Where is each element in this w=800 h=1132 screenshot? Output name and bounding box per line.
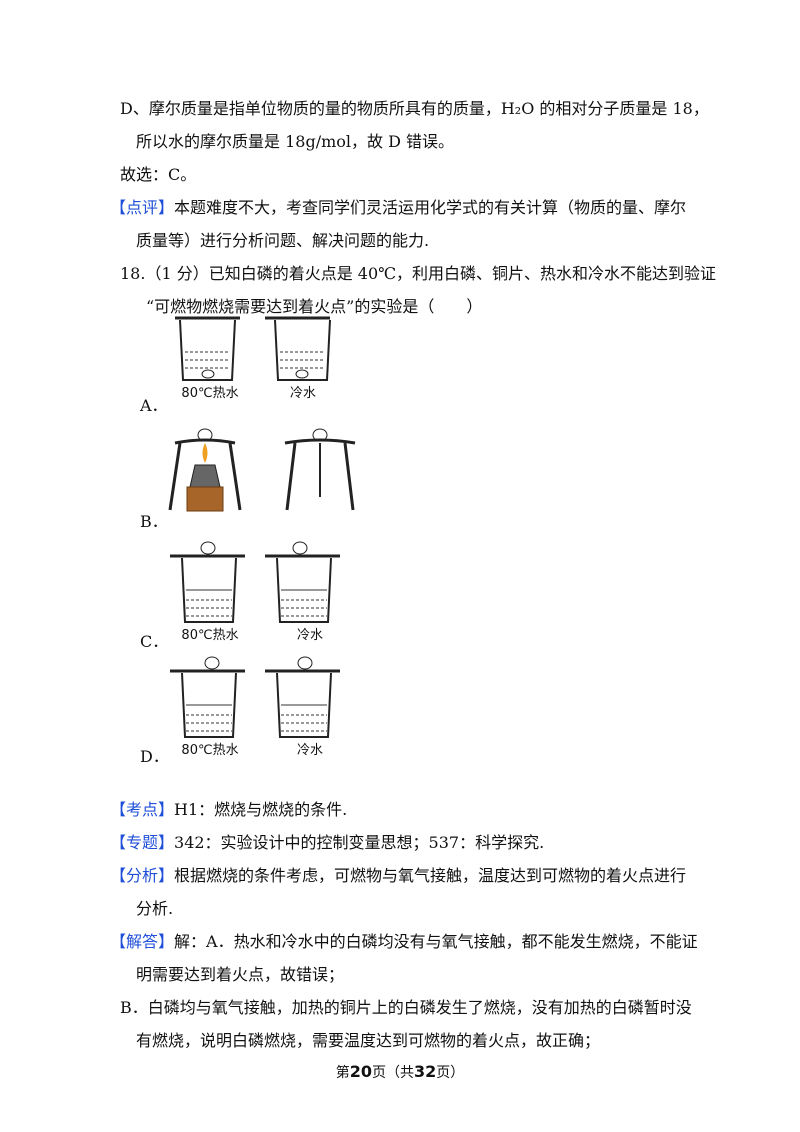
caption-hot-water-a: 80℃热水: [181, 386, 239, 401]
option-b-explanation-line1: B．白磷均与氧气接触，加热的铜片上的白磷发生了燃烧，没有加热的白磷暂时没: [120, 998, 692, 1017]
tripod-heated: [168, 428, 242, 512]
beaker-hot-c: [170, 541, 245, 623]
tripod-unheated: [284, 428, 356, 511]
footer-total-pages: 32: [414, 1062, 437, 1081]
fenxi-text: 根据燃烧的条件考虑，可燃物与氧气接触，温度达到可燃物的着火点进行: [174, 866, 687, 885]
fenxi-tag: 【分析】: [110, 866, 175, 885]
option-c-label: C．: [140, 632, 169, 651]
footer-pre: 第: [335, 1065, 350, 1081]
option-b-explanation-line2: 有燃烧，说明白磷燃烧，需要温度达到可燃物的着火点，故正确；: [136, 1031, 601, 1050]
caption-cold-water-c: 冷水: [296, 628, 323, 643]
jieda-text: 解：A．热水和冷水中的白磷均没有与氧气接触，都不能发生燃烧，不能证: [174, 932, 698, 951]
footer-mid: 页（共: [372, 1065, 414, 1081]
caption-cold-water-d: 冷水: [296, 743, 323, 758]
question-18-line1: 18.（1 分）已知白磷的着火点是 40℃，利用白磷、铜片、热水和冷水不能达到验…: [120, 264, 717, 283]
option-d-figure: [170, 656, 340, 738]
comment-text: 本题难度不大，考查同学们灵活运用化学式的有关计算（物质的量、摩尔: [174, 198, 687, 217]
beaker-cold-d: [265, 656, 340, 738]
answer-choice: 故选：C。: [120, 165, 197, 184]
beaker-hot-d: [170, 656, 245, 738]
kaodian-line: 【考点】H1：燃烧与燃烧的条件.: [110, 799, 347, 821]
zhuanti-line: 【专题】342：实验设计中的控制变量思想；537：科学探究.: [110, 832, 544, 854]
option-d-label: D．: [140, 747, 169, 766]
jieda-line1: 【解答】解：A．热水和冷水中的白磷均没有与氧气接触，都不能发生燃烧，不能证: [110, 931, 698, 953]
zhuanti-text: 342：实验设计中的控制变量思想；537：科学探究.: [174, 833, 545, 852]
zhuanti-tag: 【专题】: [110, 833, 175, 852]
option-b-figure: [168, 428, 356, 512]
jieda-line2: 明需要达到着火点，故错误；: [136, 965, 345, 984]
question-18-line2: “可燃物燃烧需要达到着火点”的实验是（ ）: [146, 297, 483, 316]
beaker-hot-a: [175, 316, 240, 381]
page-footer: 第20页（共32页）: [0, 1062, 800, 1082]
option-c-figure: [170, 541, 340, 623]
comment-tag: 【点评】: [110, 198, 175, 217]
caption-hot-water-c: 80℃热水: [181, 628, 239, 643]
caption-hot-water-d: 80℃热水: [181, 743, 239, 758]
comment-line1: 【点评】本题难度不大，考查同学们灵活运用化学式的有关计算（物质的量、摩尔: [110, 197, 686, 219]
footer-page-number: 20: [349, 1062, 372, 1081]
option-d-explanation-line2: 所以水的摩尔质量是 18g/mol，故 D 错误。: [136, 132, 455, 151]
fenxi-line1: 【分析】根据燃烧的条件考虑，可燃物与氧气接触，温度达到可燃物的着火点进行: [110, 865, 686, 887]
caption-cold-water-a: 冷水: [289, 386, 316, 401]
footer-post: 页）: [436, 1065, 465, 1081]
beaker-cold-c: [265, 541, 340, 623]
kaodian-text: H1：燃烧与燃烧的条件.: [174, 800, 348, 819]
kaodian-tag: 【考点】: [110, 800, 175, 819]
jieda-tag: 【解答】: [110, 932, 175, 951]
comment-line2: 质量等）进行分析问题、解决问题的能力.: [136, 231, 430, 250]
option-a-label: A．: [140, 396, 168, 415]
option-b-label: B．: [140, 512, 168, 531]
option-d-explanation-line1: D、摩尔质量是指单位物质的量的物质所具有的质量，H₂O 的相对分子质量是 18，: [120, 99, 709, 118]
beaker-cold-a: [265, 316, 331, 381]
fenxi-line2: 分析.: [136, 899, 174, 918]
option-a-figure: [175, 316, 331, 381]
